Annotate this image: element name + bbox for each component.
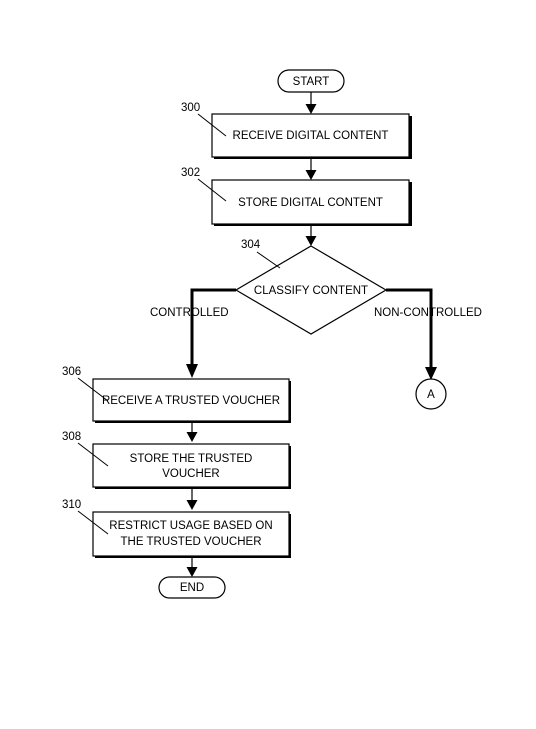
arrowhead-to-304 <box>305 236 317 246</box>
end-label: END <box>180 582 204 594</box>
arrowhead-to-306 <box>186 364 198 378</box>
leader-306 <box>77 377 109 402</box>
decision-304-label: CLASSIFY CONTENT <box>254 285 368 297</box>
step-308-label-line-1: STORE THE TRUSTED <box>130 453 253 465</box>
edge-controlled <box>190 288 236 366</box>
leader-308 <box>77 442 109 467</box>
branch-label-non-controlled: NON-CONTROLLED <box>374 307 482 319</box>
ref-302: 302 <box>181 167 200 179</box>
step-300-box: RECEIVE DIGITAL CONTENT <box>211 113 412 159</box>
arrowhead-to-308 <box>186 432 198 442</box>
step-310-box: RESTRICT USAGE BASED ON THE TRUSTED VOUC… <box>92 511 291 558</box>
step-310-label-line-2: THE TRUSTED VOUCHER <box>121 536 262 548</box>
leader-310 <box>77 510 109 535</box>
ref-300: 300 <box>181 102 200 114</box>
step-302-label: STORE DIGITAL CONTENT <box>238 197 383 209</box>
arrowhead-to-300 <box>305 104 317 114</box>
arrowhead-to-connector <box>425 367 437 380</box>
step-308-box: STORE THE TRUSTED VOUCHER <box>92 443 291 489</box>
arrowhead-to-302 <box>305 170 317 180</box>
step-306-label: RECEIVE A TRUSTED VOUCHER <box>102 395 280 407</box>
ref-306: 306 <box>62 366 81 378</box>
branch-label-controlled: CONTROLLED <box>150 307 229 319</box>
leader-302 <box>197 178 227 202</box>
step-300-label: RECEIVE DIGITAL CONTENT <box>233 130 389 142</box>
start-terminator: START <box>277 69 345 93</box>
step-306-box: RECEIVE A TRUSTED VOUCHER <box>92 378 291 423</box>
connector-a: A <box>415 378 447 410</box>
decision-304-diamond: CLASSIFY CONTENT <box>234 245 388 335</box>
step-308-label-line-2: VOUCHER <box>162 468 220 480</box>
end-terminator: END <box>158 576 226 599</box>
ref-308: 308 <box>62 431 81 443</box>
step-310-label-line-1: RESTRICT USAGE BASED ON <box>109 520 272 532</box>
ref-310: 310 <box>62 499 81 511</box>
arrowhead-to-310 <box>186 500 198 510</box>
leader-300 <box>197 113 227 137</box>
edge-non-controlled <box>386 288 433 369</box>
arrowheads <box>186 104 437 577</box>
connectors <box>190 92 433 569</box>
ref-304: 304 <box>241 239 261 251</box>
connector-a-label: A <box>427 389 435 401</box>
step-302-box: STORE DIGITAL CONTENT <box>211 179 412 226</box>
leader-304 <box>256 251 281 269</box>
start-label: START <box>293 76 330 88</box>
arrowhead-to-end <box>186 567 198 577</box>
